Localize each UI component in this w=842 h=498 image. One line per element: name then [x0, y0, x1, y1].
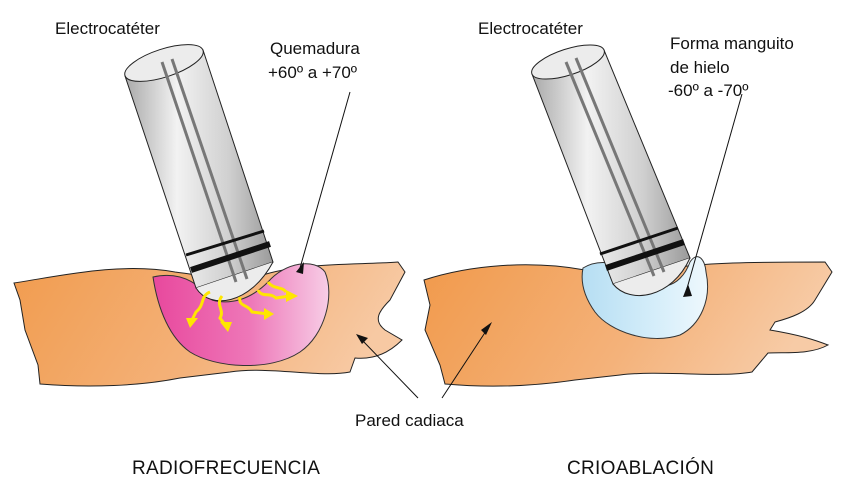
burn-label-line1: Quemadura — [270, 39, 360, 58]
catheter-label-right: Electrocatéter — [478, 19, 583, 38]
catheter-right — [531, 44, 691, 297]
callout-line-wall-right — [441, 327, 489, 399]
burn-label-line2: +60º a +70º — [268, 63, 357, 82]
callout-line-burn — [299, 91, 351, 269]
heat-arrow — [238, 296, 269, 316]
caption-cryoablation: CRIOABLACIÓN — [567, 458, 715, 479]
callout-line-ice — [685, 93, 743, 293]
heat-arrow — [256, 289, 291, 300]
ice-label-line3: -60º a -70º — [668, 81, 749, 100]
catheter-left — [124, 44, 274, 302]
callout-line-wall-left — [361, 339, 419, 399]
heat-arrows — [190, 280, 291, 327]
caption-radiofrequency: RADIOFRECUENCIA — [132, 458, 321, 479]
ice-label-line2: de hielo — [670, 58, 730, 77]
wall-label: Pared cadiaca — [355, 411, 464, 430]
ice-label-line1: Forma manguito — [670, 34, 794, 53]
heat-arrow — [190, 290, 211, 321]
heat-arrow — [266, 280, 288, 293]
heat-arrow — [217, 295, 228, 327]
catheter-label-left: Electrocatéter — [55, 19, 160, 38]
